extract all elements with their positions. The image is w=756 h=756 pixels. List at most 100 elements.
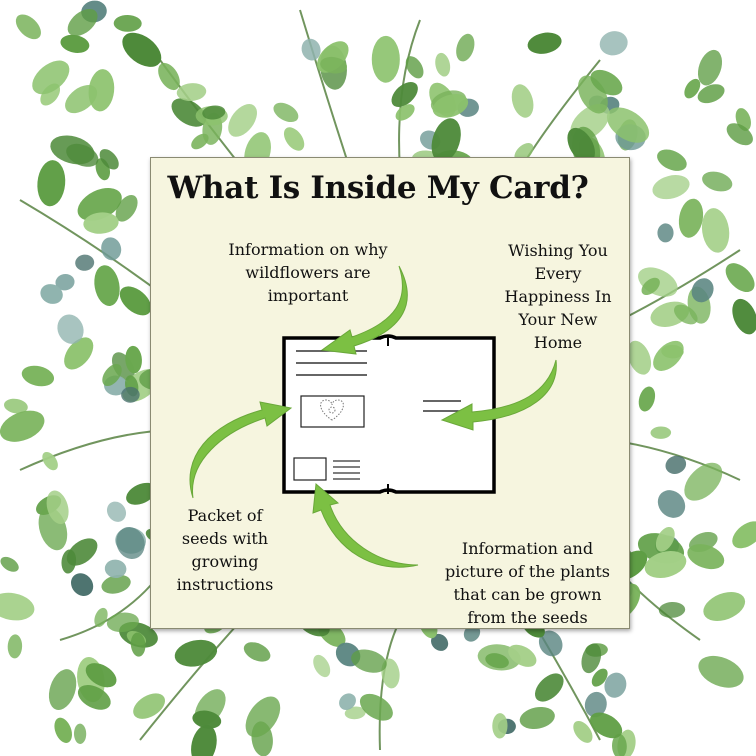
- fern-leaf: [130, 632, 146, 657]
- fern-leaf: [535, 673, 564, 702]
- fern-leaf: [99, 149, 119, 170]
- fern-leaf: [42, 451, 58, 471]
- fern-leaf: [657, 149, 687, 171]
- fern-leaf: [732, 521, 756, 549]
- fern-leaf: [0, 410, 45, 442]
- fern-leaf: [3, 398, 28, 414]
- fern-leaf: [697, 84, 725, 104]
- fern-leaf: [511, 84, 534, 118]
- eucalyptus-leaf: [599, 31, 628, 56]
- label-plant-info: Information and picture of the plants th…: [444, 539, 611, 627]
- fern-leaf: [192, 710, 222, 729]
- fern-leaf: [113, 14, 142, 32]
- eucalyptus-leaf: [584, 691, 607, 718]
- eucalyptus-leaf: [604, 672, 627, 698]
- fern-leaf: [77, 187, 122, 221]
- fern-leaf: [94, 265, 120, 307]
- fern-leaf: [15, 14, 41, 40]
- arrow-info: [320, 265, 408, 355]
- fern-leaf: [726, 123, 753, 146]
- arrow-plants: [312, 482, 419, 568]
- label-wildflower-info: Information on why wildflowers are impor…: [228, 240, 388, 305]
- fern-leaf: [661, 344, 684, 359]
- fern-leaf: [243, 642, 271, 662]
- eucalyptus-leaf: [70, 573, 94, 596]
- eucalyptus-leaf: [691, 278, 714, 303]
- fern-leaf: [106, 612, 139, 633]
- fern-leaf: [732, 298, 756, 335]
- fern-leaf: [581, 643, 602, 674]
- fern-leaf: [313, 654, 331, 678]
- arrow-wish: [440, 359, 557, 431]
- fern-leaf: [492, 713, 508, 739]
- fern-leaf: [673, 304, 698, 325]
- eucalyptus-leaf: [116, 527, 145, 559]
- fern-leaf: [684, 78, 701, 99]
- fern-leaf: [191, 133, 209, 150]
- fern-leaf: [202, 105, 226, 120]
- eucalyptus-leaf: [538, 630, 563, 657]
- fern-leaf: [395, 104, 415, 121]
- eucalyptus-leaf: [104, 559, 127, 579]
- fern-leaf: [191, 724, 217, 756]
- fern-leaf: [50, 135, 95, 165]
- fern-leaf: [46, 490, 69, 525]
- fern-leaf: [126, 482, 157, 505]
- fern-leaf: [0, 592, 35, 621]
- fern-leaf: [590, 69, 623, 96]
- fern-leaf: [606, 107, 650, 143]
- fern-leaf: [32, 60, 70, 95]
- fern-leaf: [21, 365, 55, 387]
- fern-leaf: [67, 8, 98, 37]
- fern-leaf: [77, 685, 111, 710]
- eucalyptus-leaf: [106, 501, 127, 522]
- fern-leaf: [158, 62, 180, 91]
- arrow-packet: [189, 401, 293, 499]
- fern-leaf: [320, 56, 347, 74]
- fern-leaf: [37, 160, 66, 207]
- fern-leaf: [133, 693, 166, 719]
- fern-leaf: [391, 81, 418, 108]
- fern-leaf: [652, 175, 690, 200]
- fern-leaf: [405, 56, 424, 79]
- fern-leaf: [431, 118, 461, 163]
- fern-leaf: [701, 208, 730, 253]
- fern-leaf: [678, 198, 704, 238]
- fern-leaf: [698, 655, 744, 688]
- fern-leaf: [514, 142, 534, 162]
- fern-leaf: [65, 85, 98, 114]
- fern-leaf: [371, 35, 400, 83]
- fern-leaf: [83, 212, 119, 234]
- plant-picture: [293, 457, 327, 481]
- eucalyptus-leaf: [40, 284, 63, 304]
- fern-leaf: [435, 52, 451, 77]
- heart-seeds-icon: [320, 399, 344, 421]
- fern-leaf: [567, 127, 595, 163]
- fern-leaf: [527, 32, 562, 54]
- fern-leaf: [174, 639, 218, 667]
- fern-leaf: [687, 544, 725, 570]
- greeting-lines: [423, 400, 461, 412]
- eucalyptus-leaf: [339, 693, 356, 710]
- label-seed-packet: Packet of seeds with growing instruction…: [176, 506, 274, 594]
- fern-leaf: [703, 592, 746, 621]
- fern-leaf: [7, 634, 23, 659]
- fern-leaf: [122, 32, 162, 67]
- fern-leaf: [54, 717, 72, 743]
- fern-leaf: [66, 538, 98, 566]
- eucalyptus-leaf: [57, 314, 84, 344]
- fern-leaf: [702, 171, 733, 192]
- fern-leaf: [658, 601, 686, 618]
- fern-leaf: [48, 669, 77, 711]
- fern-leaf: [612, 733, 627, 756]
- fern-leaf: [725, 263, 755, 293]
- fern-leaf: [638, 386, 656, 412]
- fern-leaf: [283, 127, 305, 151]
- fern-leaf: [0, 556, 19, 572]
- fern-leaf: [88, 69, 115, 112]
- fern-leaf: [627, 340, 652, 375]
